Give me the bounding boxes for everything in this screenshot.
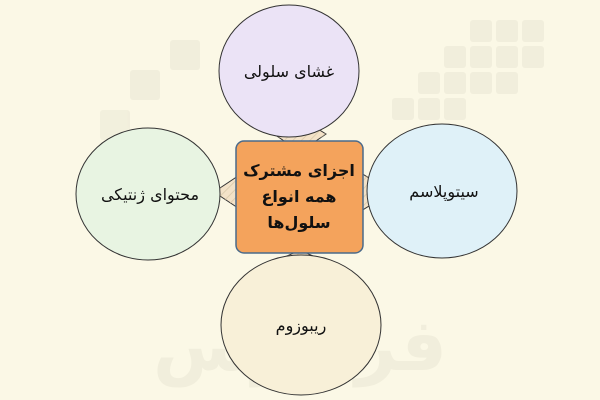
node-left-label: محتوای ژنتیکی [101, 185, 199, 205]
center-line-1: اجزای مشترک [243, 161, 355, 180]
node-top-shape [218, 4, 360, 138]
node-top-label: غشای سلولی [244, 62, 334, 82]
node-bottom-shape [220, 254, 382, 396]
node-right: سیتوپلاسم [366, 123, 518, 259]
center-line-3: سلول‌ها [267, 213, 330, 232]
node-left-shape [75, 127, 221, 261]
node-right-shape [366, 123, 518, 259]
center-node: اجزای مشترک همه انواع سلول‌ها [235, 140, 364, 254]
node-right-label: سیتوپلاسم [409, 182, 478, 202]
center-line-2: همه انواع [261, 187, 336, 206]
node-bottom-label: ریبوزوم [276, 316, 327, 336]
node-top: غشای سلولی [218, 4, 360, 138]
node-left: محتوای ژنتیکی [75, 127, 221, 261]
node-bottom: ریبوزوم [220, 254, 382, 396]
center-node-shape [235, 140, 364, 254]
